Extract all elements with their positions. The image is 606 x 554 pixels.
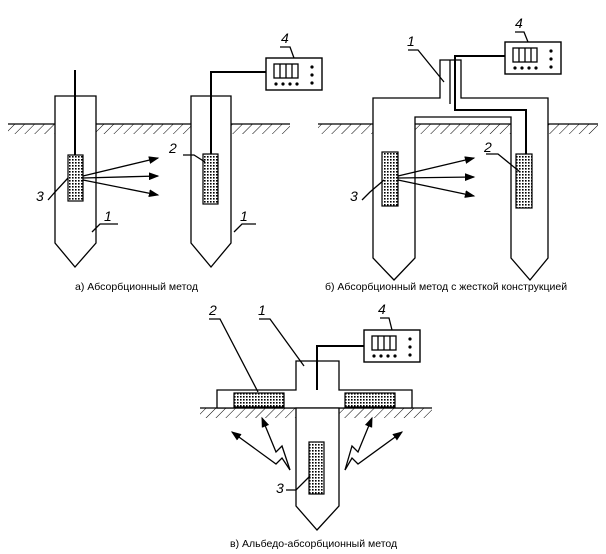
- rigid-frame: [372, 55, 549, 282]
- caption-b: б) Абсорбционный метод с жесткой констру…: [325, 281, 567, 293]
- leader-lines-b: [361, 31, 529, 201]
- scatter-arrows-c: [230, 416, 404, 471]
- label-b-4: 4: [515, 15, 523, 31]
- caption-c: в) Альбедо-абсорбционный метод: [230, 538, 397, 550]
- detectors-c: [233, 392, 396, 408]
- label-a-right-1: 1: [240, 208, 248, 224]
- caption-a: а) Абсорбционный метод: [75, 281, 198, 293]
- panel-a: 1 3 2 1 4 а) Абсорбционный метод: [8, 30, 323, 293]
- label-b-1: 1: [407, 33, 415, 49]
- detector-b: [515, 153, 533, 209]
- label-a-right-4: 4: [281, 30, 289, 46]
- label-b-2: 2: [483, 139, 492, 155]
- panel-c: 2 1 4 3 в) Альбедо-абсорбционный метод: [200, 301, 432, 550]
- probe-tube-right: [190, 71, 266, 269]
- radiation-arrows-a: [82, 156, 160, 198]
- label-c-1: 1: [258, 302, 266, 318]
- probe-tube-left: [54, 70, 97, 269]
- leader-lines-c: [209, 317, 393, 491]
- panel-b: 1 4 2 3 б) Абсорбционный метод с жесткой…: [318, 15, 598, 293]
- probe-tube-c: [295, 407, 340, 531]
- ground-surface-b: [318, 123, 598, 134]
- radiation-source-c: [308, 441, 325, 495]
- measuring-device-a: [265, 57, 323, 91]
- measuring-device-b: [504, 41, 562, 75]
- label-c-4: 4: [378, 301, 386, 317]
- label-b-3: 3: [350, 188, 358, 204]
- label-c-2: 2: [208, 302, 217, 318]
- radiation-source: [67, 154, 84, 202]
- radiation-arrows-b: [397, 156, 476, 198]
- radiation-source-b: [381, 151, 399, 207]
- ground-surface-a: [8, 123, 290, 134]
- measuring-device-c: [363, 329, 421, 363]
- leader-lines-a: [47, 46, 295, 233]
- label-a-right-2: 2: [168, 140, 177, 156]
- label-a-left-3: 3: [36, 188, 44, 204]
- label-a-left-1: 1: [104, 208, 112, 224]
- label-c-3: 3: [276, 480, 284, 496]
